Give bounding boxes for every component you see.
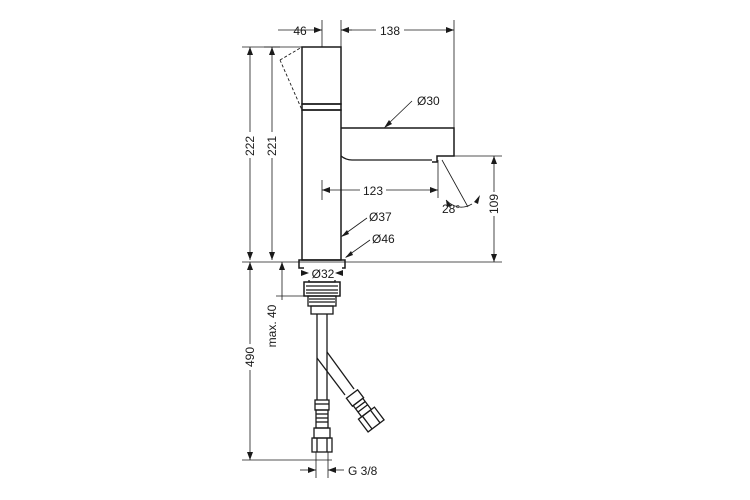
dim-height-222: 222	[242, 46, 302, 260]
handle-ring	[301, 103, 342, 111]
dim-hose-length: 490	[242, 262, 332, 461]
label-g38: G 3/8	[348, 464, 378, 478]
hose-nut-left	[311, 437, 333, 453]
dim-angle: 28°	[441, 159, 480, 216]
fixing-nut	[303, 281, 341, 297]
label-109: 109	[487, 194, 501, 214]
body-column	[301, 109, 342, 261]
dim-base-diameter: Ø46	[345, 232, 395, 258]
dim-connection: G 3/8	[300, 452, 378, 478]
dim-spout-height: 109	[454, 155, 502, 262]
dim-shank-diameter: Ø32	[301, 266, 343, 281]
label-46: 46	[293, 24, 307, 38]
label-max40: max. 40	[265, 304, 279, 347]
label-490: 490	[243, 347, 257, 367]
hose-nut-right	[357, 406, 385, 433]
angled-hose	[316, 357, 346, 396]
label-123: 123	[363, 184, 383, 198]
label-222: 222	[243, 136, 257, 156]
label-221: 221	[265, 136, 279, 156]
dim-spout-diameter: Ø30	[384, 94, 440, 128]
label-d37: Ø37	[369, 210, 392, 224]
dim-max-thickness: max. 40	[265, 262, 304, 347]
label-d46: Ø46	[372, 232, 395, 246]
dim-height-221: 221	[264, 46, 280, 260]
dim-reach-138: 138	[341, 20, 455, 128]
label-d30: Ø30	[417, 94, 440, 108]
label-138: 138	[380, 24, 400, 38]
handle-cap	[301, 46, 342, 105]
label-d32: Ø32	[312, 267, 335, 281]
label-28deg: 28°	[442, 202, 460, 216]
dim-body-diameter: Ø37	[341, 210, 392, 237]
supply-hoses	[311, 314, 385, 453]
handle-swing-path	[279, 46, 303, 111]
faucet-body	[298, 46, 455, 315]
dim-reach-123: 123	[321, 160, 439, 200]
dim-top-width: 46	[278, 20, 352, 47]
spout-underside	[340, 155, 432, 161]
spout-outline	[341, 127, 455, 163]
